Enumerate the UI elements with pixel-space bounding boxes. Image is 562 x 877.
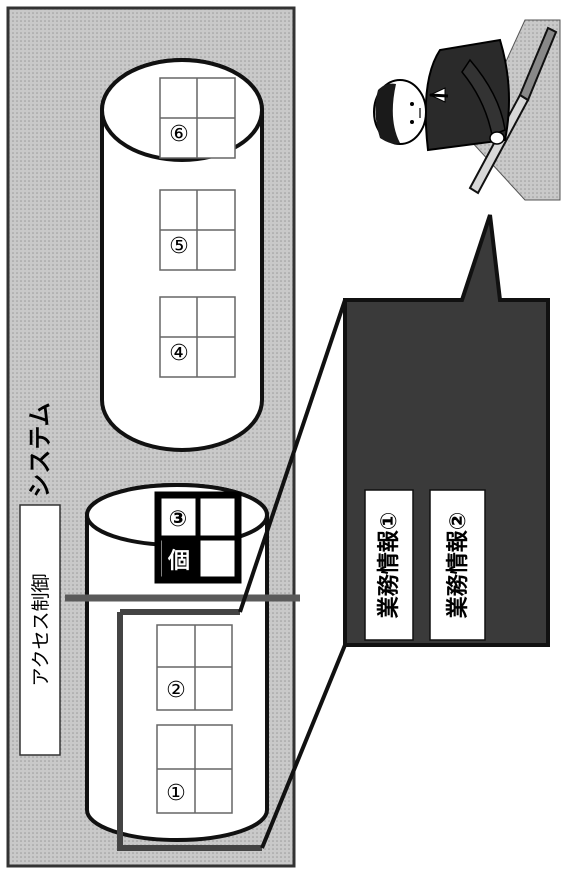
group-mark: ②: [166, 678, 186, 703]
personal-badge: 個: [167, 549, 190, 574]
group-mark: ①: [166, 781, 186, 806]
system-title: システム: [26, 402, 54, 497]
business-info-item-2: 業務情報②: [429, 489, 486, 641]
group-mark: ③: [169, 507, 188, 532]
access-scope-outline: [117, 612, 262, 851]
data-group-3-personal: 個 ③: [154, 491, 242, 584]
group-mark: ⑤: [169, 234, 189, 259]
zoom-line-top: [238, 299, 347, 613]
business-info-label: 業務情報②: [445, 512, 471, 619]
data-group-6: ⑥: [159, 77, 236, 159]
access-control-label: アクセス制御: [30, 573, 52, 686]
office-worker-at-laptop-icon: [373, 19, 561, 201]
data-group-2: ②: [156, 624, 233, 711]
business-info-label: 業務情報①: [376, 512, 402, 619]
data-group-4: ④: [159, 296, 236, 378]
group-mark: ⑥: [169, 122, 189, 147]
group-mark: ④: [169, 341, 189, 366]
data-group-1: ①: [156, 724, 233, 814]
business-info-item-1: 業務情報①: [364, 489, 414, 641]
zoom-line-bottom: [260, 644, 347, 849]
data-group-5: ⑤: [159, 189, 236, 271]
access-control-box: [19, 504, 61, 756]
